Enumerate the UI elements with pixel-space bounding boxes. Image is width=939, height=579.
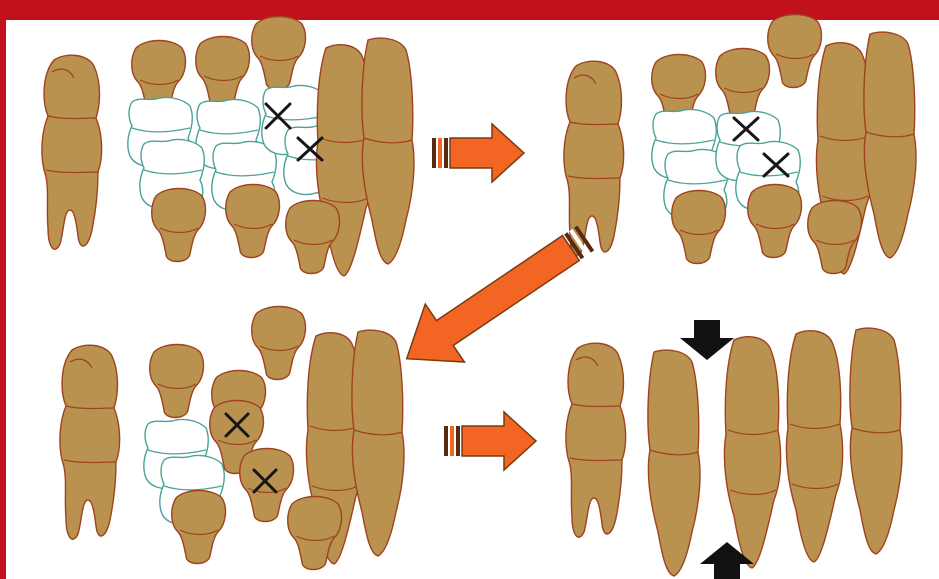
panel-2-incisor bbox=[864, 32, 916, 258]
panel-4 bbox=[566, 320, 902, 579]
transition-arrow-3 bbox=[444, 412, 536, 470]
panel-1-lower-canine-crown bbox=[286, 201, 340, 274]
panel-3-extracted-crown-lower bbox=[240, 449, 294, 522]
panel-1-upper-canine-crown bbox=[252, 17, 306, 90]
panel-2-molar bbox=[564, 61, 624, 255]
panel-1 bbox=[42, 17, 414, 277]
panel-2-lower-canine-crown bbox=[808, 201, 862, 274]
panel-2-upper-canine-crown bbox=[768, 15, 822, 88]
panel-1-upper-premolar-2 bbox=[196, 37, 250, 110]
panel-2-upper-premolar-2 bbox=[716, 49, 770, 122]
panel-4-central-incisor bbox=[850, 328, 902, 554]
panel-3 bbox=[60, 307, 404, 570]
panel-2 bbox=[564, 15, 916, 275]
panel-1-lower-premolar-2 bbox=[226, 185, 280, 258]
panel-4-premolar bbox=[648, 350, 700, 576]
panel-4-canine bbox=[724, 337, 780, 568]
panel-1-incisor bbox=[362, 38, 414, 264]
panel-3-incisor bbox=[352, 330, 404, 556]
panel-4-closing-arrow-top bbox=[680, 320, 734, 360]
panel-3-upper-canine-crown bbox=[252, 307, 306, 380]
transition-arrow-1 bbox=[432, 124, 524, 182]
panel-4-lateral-incisor bbox=[786, 331, 842, 562]
panel-3-upper-premolar-1 bbox=[150, 345, 204, 418]
panel-1-molar bbox=[42, 55, 102, 249]
panel-4-molar bbox=[566, 343, 626, 537]
panel-3-molar bbox=[60, 345, 120, 539]
panel-2-lower-premolar-1 bbox=[672, 191, 726, 264]
panel-3-lower-premolar-1 bbox=[172, 491, 226, 564]
panel-2-lower-premolar-2 bbox=[748, 185, 802, 258]
panel-1-lower-premolar-1 bbox=[152, 189, 206, 262]
